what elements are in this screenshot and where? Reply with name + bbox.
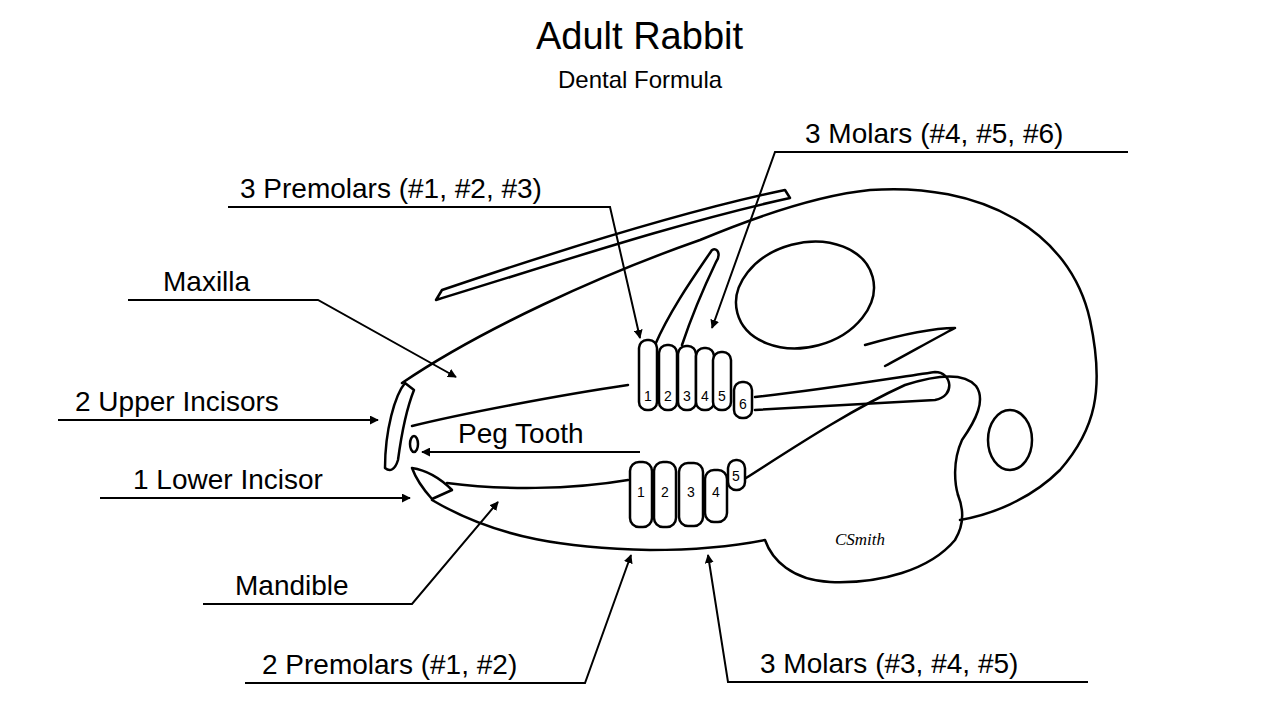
orbit <box>724 227 886 364</box>
skull-outline <box>402 189 1097 520</box>
leader-line <box>708 555 1088 682</box>
upper-incisor <box>385 383 414 470</box>
part-label: 2 Upper Incisors <box>75 386 279 418</box>
tooth-number: 3 <box>683 388 691 404</box>
leader-line <box>58 419 378 421</box>
leader-line <box>128 300 456 377</box>
upper-cheek-teeth <box>639 340 752 418</box>
tooth-number: 5 <box>732 468 740 484</box>
part-label: Mandible <box>235 570 349 602</box>
tympanic-bulla <box>988 410 1032 470</box>
tooth-number: 2 <box>661 484 669 500</box>
lower-cheek-teeth <box>630 460 745 527</box>
tooth-number: 1 <box>637 484 645 500</box>
zygomatic-arch <box>755 372 949 410</box>
part-label: Maxilla <box>163 266 250 298</box>
leader-line <box>228 207 640 338</box>
tooth-number: 6 <box>739 396 747 412</box>
tooth-number: 1 <box>644 388 652 404</box>
leader-line <box>422 451 640 453</box>
mandible-ramus <box>746 376 980 495</box>
tooth-number: 5 <box>718 388 726 404</box>
leader-line <box>100 497 410 499</box>
part-label: 1 Lower Incisor <box>133 464 323 496</box>
leader-line <box>712 152 1128 328</box>
leader-lines <box>58 152 1128 683</box>
subtitle: Dental Formula <box>558 66 722 94</box>
zygomatic-spur <box>655 249 719 345</box>
tooth-number: 2 <box>664 388 672 404</box>
leader-line <box>203 502 498 604</box>
diagram-title: Adult Rabbit <box>536 14 743 58</box>
peg-tooth <box>410 436 418 452</box>
tooth-number: 4 <box>712 484 720 500</box>
part-label: 3 Molars (#3, #4, #5) <box>760 648 1018 680</box>
mandible-top <box>447 480 628 488</box>
part-label: Peg Tooth <box>458 418 584 450</box>
artist-signature: CSmith <box>835 530 885 550</box>
part-label: 3 Molars (#4, #5, #6) <box>805 118 1063 150</box>
tooth-number: 4 <box>701 388 709 404</box>
tooth-number: 3 <box>687 484 695 500</box>
part-label: 2 Premolars (#1, #2) <box>262 649 517 681</box>
postorbital-process <box>865 328 955 366</box>
part-label: 3 Premolars (#1, #2, #3) <box>240 173 542 205</box>
